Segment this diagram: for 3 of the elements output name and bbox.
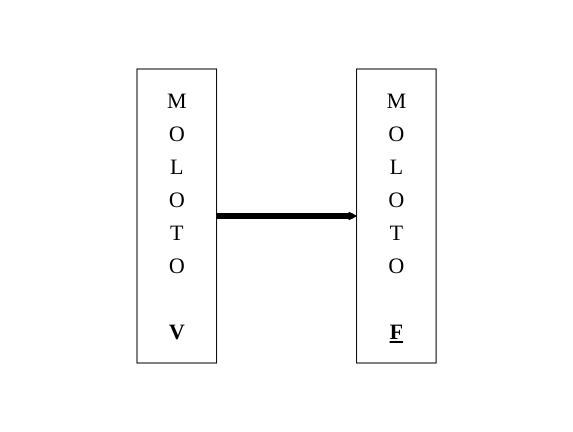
arrow (216, 212, 357, 220)
node-box: M O L O T O F (356, 68, 437, 364)
node-box: M O L O T O V (136, 68, 217, 364)
